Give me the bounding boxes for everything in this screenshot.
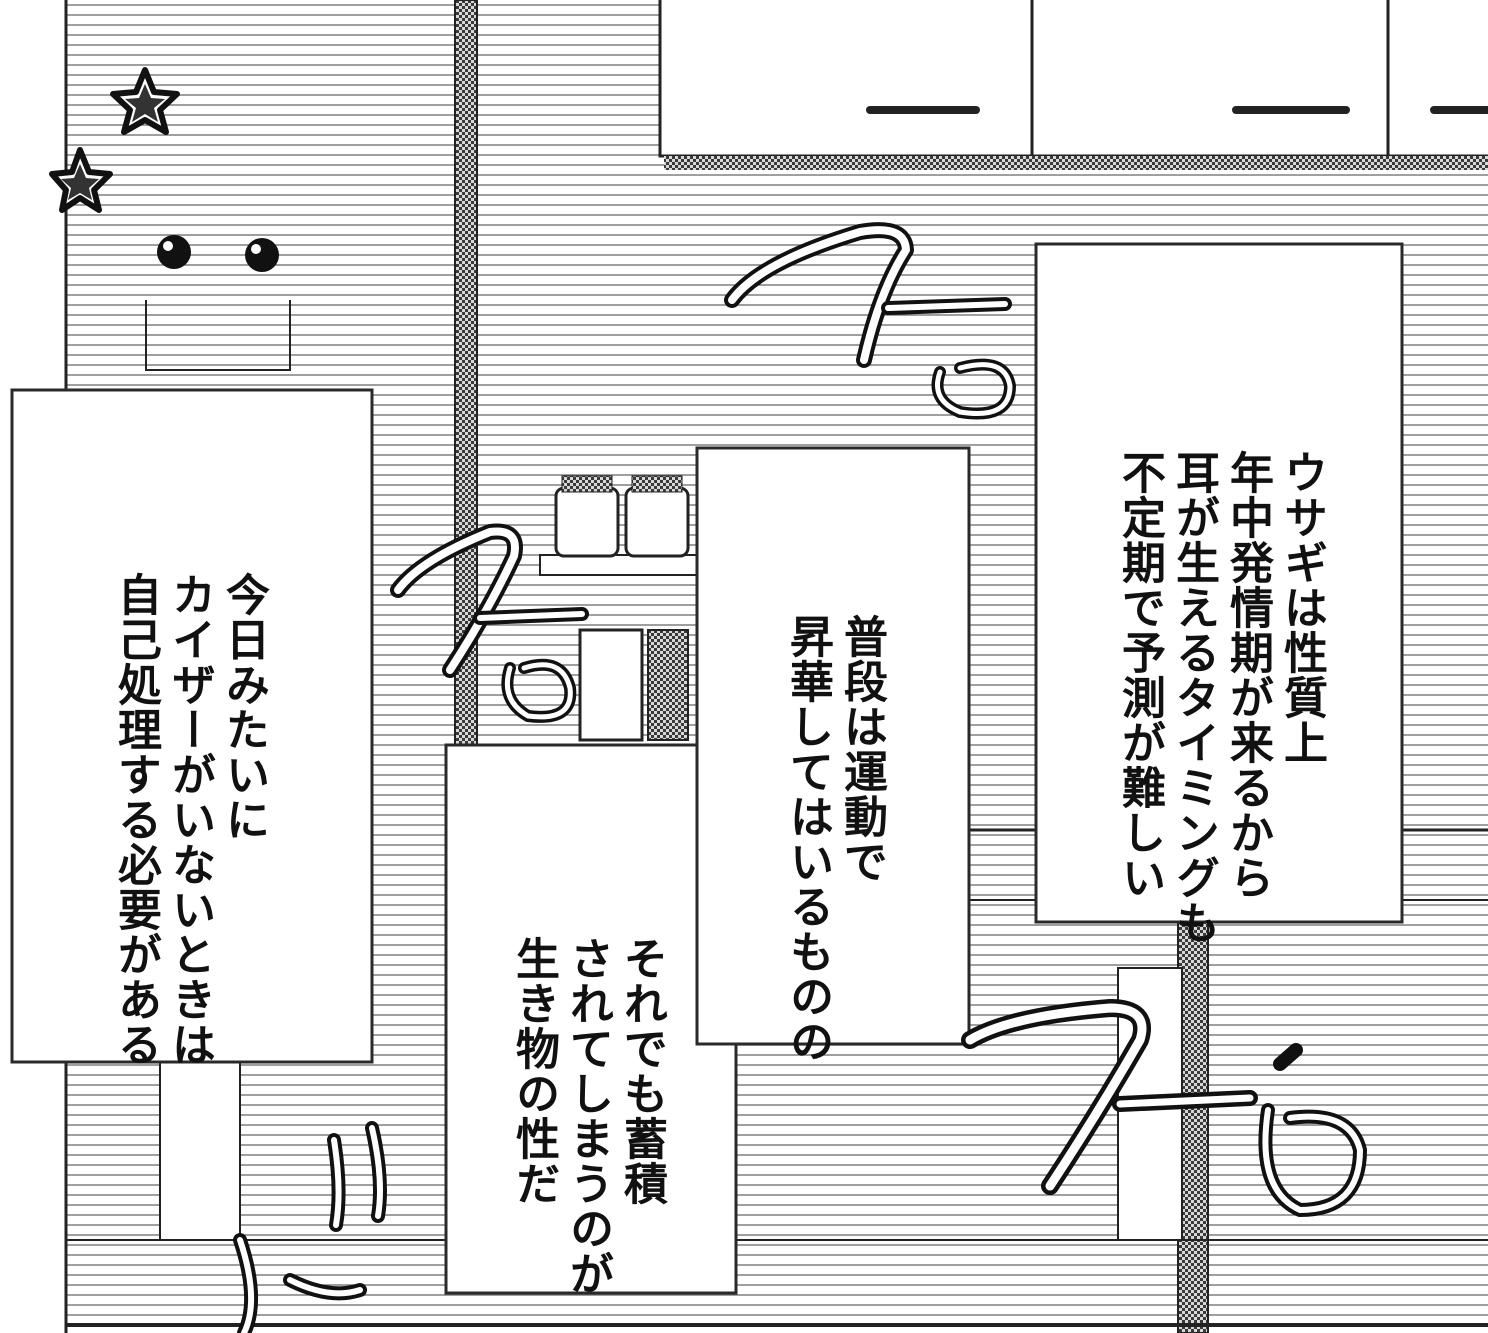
caption-sublimation: 普段は運動で 昇華してはいるものの	[780, 510, 942, 1064]
caption-box-self-handle	[10, 388, 374, 1064]
caption-line: 耳が生えるタイミングも	[1168, 450, 1219, 945]
star-icon	[49, 147, 113, 213]
caption-box-sublimation	[695, 446, 971, 1046]
caption-box-rabbit-nature	[1034, 242, 1404, 924]
caption-line: 昇華してはいるものの	[782, 614, 833, 1064]
caption-line: カイザーがいないときは	[164, 572, 215, 1067]
caption-line: 生き物の性だ	[508, 936, 559, 1206]
eye-dots-icon	[145, 235, 291, 371]
caption-line: 年中発情期が来るから	[1222, 450, 1273, 900]
jar-shelf	[539, 475, 701, 742]
caption-line: それでも蓄積	[616, 936, 667, 1206]
upper-cabinets	[658, 0, 1488, 170]
caption-line: 普段は運動で	[836, 614, 887, 884]
star-icon	[110, 67, 180, 135]
caption-line: 不定期で予測が難しい	[1114, 450, 1165, 900]
caption-accumulation: それでも蓄積 されてしまうのが 生き物の性だ	[506, 832, 722, 1296]
caption-self-handle: 今日みたいに カイザーがいないときは 自己処理する必要がある	[108, 468, 324, 1067]
caption-line: されてしまうのが	[562, 936, 613, 1296]
caption-line: ウサギは性質上	[1276, 450, 1327, 765]
caption-rabbit-nature: ウサギは性質上 年中発情期が来るから 耳が生えるタイミングも 不定期で予測が難し…	[1112, 346, 1382, 945]
caption-line: 自己処理する必要がある	[110, 572, 161, 1067]
caption-line: 今日みたいに	[218, 572, 269, 842]
